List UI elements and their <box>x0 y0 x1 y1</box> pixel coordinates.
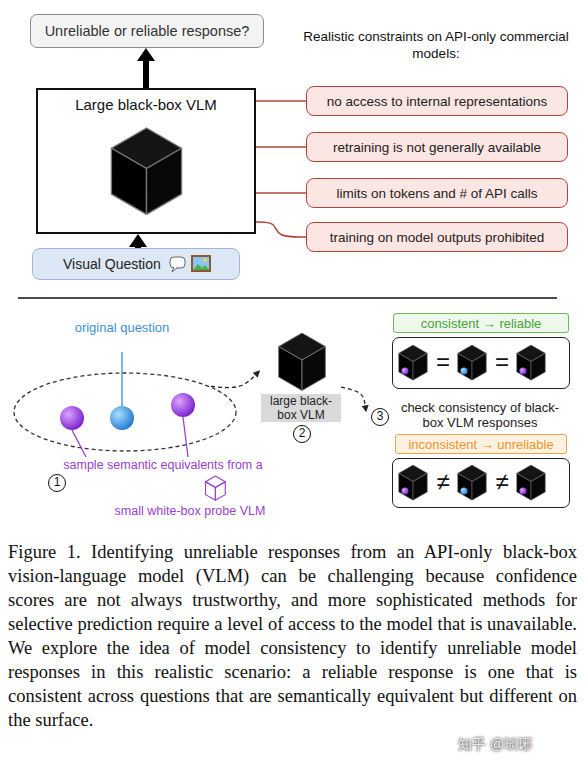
connector <box>211 375 255 387</box>
connector <box>256 222 306 237</box>
node-text: ≠ <box>435 470 451 494</box>
node-text: no access to internal representations <box>327 94 548 109</box>
leader-line <box>72 430 86 457</box>
node-text: Unreliable or reliable response? <box>45 23 250 39</box>
node-text: check consistency of black-box VLM respo… <box>392 400 568 430</box>
node-text: = <box>435 350 451 374</box>
consistent-tag: consistent → reliable <box>393 313 569 333</box>
black-box-vlm-box: Large black-box VLM <box>36 88 256 234</box>
node-text: Visual Question <box>63 256 161 272</box>
ellipse-outline <box>13 372 237 452</box>
callout-number: 3 <box>371 408 389 426</box>
node-text: small white-box probe VLM <box>100 504 280 519</box>
constraint-box: training on model outputs prohibited <box>306 222 568 252</box>
connector <box>256 192 306 194</box>
node-text: sample semantic equivalents from a <box>53 458 273 473</box>
equivalent-question-dot <box>60 406 84 430</box>
node-text: large black-box VLM <box>261 394 341 422</box>
constraint-box: limits on tokens and # of API calls <box>306 178 568 208</box>
inconsistent-tag: inconsistent → unreliable <box>395 434 567 454</box>
black-box-vlm-icon: large black-box VLM <box>261 330 341 422</box>
callout-number: 2 <box>293 425 311 443</box>
node-text: ≠ <box>494 470 510 494</box>
node-text: consistent → reliable <box>421 316 542 331</box>
inconsistent-responses-box: ≠≠ <box>392 458 570 508</box>
figure-caption: Figure 1. Identifying unreliable respons… <box>8 540 577 732</box>
output-box: Unreliable or reliable response? <box>30 14 264 48</box>
black-box-cube <box>279 333 326 391</box>
probe-vlm-icon <box>206 476 226 500</box>
constraint-box: retraining is not generally available <box>306 132 568 162</box>
callout-number: 1 <box>48 474 66 492</box>
consistency-check-step: check consistency of black-box VLM respo… <box>368 399 568 431</box>
leader-line <box>183 417 188 457</box>
connector <box>341 387 365 405</box>
watermark: 知乎 @琰琊 <box>458 736 578 754</box>
node-text: original question <box>72 320 172 335</box>
original-question-dot <box>110 406 134 430</box>
connector <box>143 61 149 88</box>
node-text: retraining is not generally available <box>333 140 541 155</box>
question-ellipse: original questionsample semantic equival… <box>13 372 237 452</box>
constraint-box: no access to internal representations <box>306 86 568 116</box>
node-text: inconsistent → unreliable <box>408 437 553 452</box>
cube-face <box>206 482 216 501</box>
section-divider <box>18 297 557 299</box>
node-text: training on model outputs prohibited <box>330 230 545 245</box>
node-text: limits on tokens and # of API calls <box>336 186 537 201</box>
constraints-heading: Realistic constraints on API-only commer… <box>296 28 576 62</box>
node-text: Large black-box VLM <box>75 96 217 113</box>
cube-face <box>206 476 226 487</box>
connector <box>256 100 306 102</box>
cube-face <box>215 482 225 501</box>
node-text: = <box>494 350 510 374</box>
leader-line <box>121 352 122 406</box>
visual-question-box: Visual Question <box>32 248 240 280</box>
equivalent-question-dot <box>171 393 195 417</box>
consistent-responses-box: == <box>392 337 570 389</box>
ellipse-outline <box>14 373 236 451</box>
connector <box>256 146 306 148</box>
